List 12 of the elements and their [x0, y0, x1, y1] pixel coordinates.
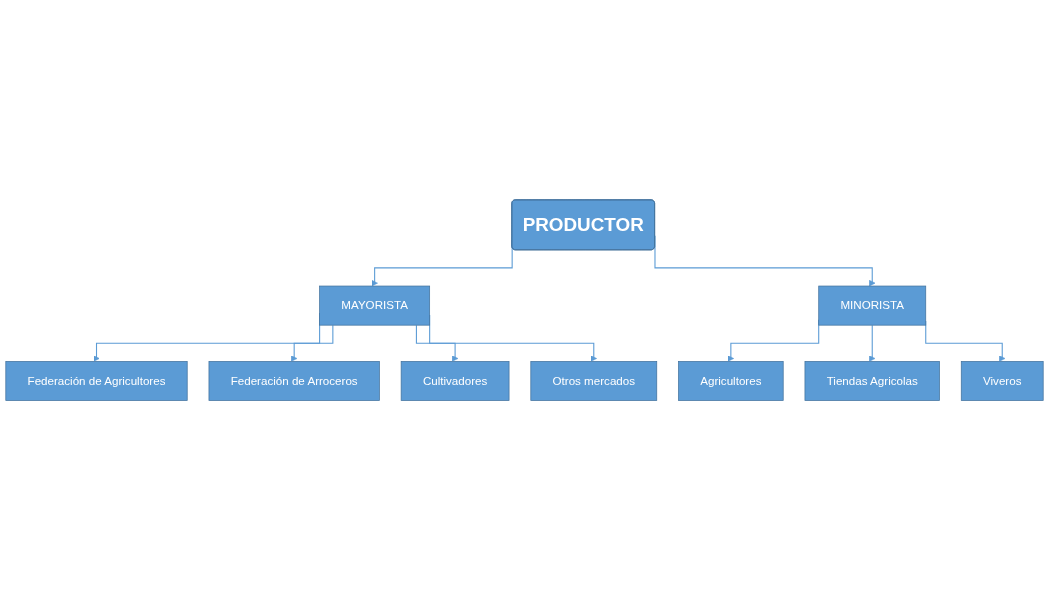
arrow: [869, 324, 876, 362]
arrow: [291, 324, 334, 362]
node-box: Agricultores: [678, 360, 784, 401]
arrow: [415, 324, 459, 362]
node-box: Otros mercados: [530, 360, 658, 401]
node-box: Federación de Agricultores: [5, 360, 188, 401]
node-box: Federación de Arroceros: [208, 360, 380, 401]
node-box: Tiendas Agricolas: [804, 360, 940, 401]
node-box: MINORISTA: [818, 285, 927, 326]
node-box: MAYORISTA: [319, 285, 431, 326]
node-box: Cultivadores: [400, 360, 510, 401]
node-box: Viveros: [960, 360, 1044, 401]
